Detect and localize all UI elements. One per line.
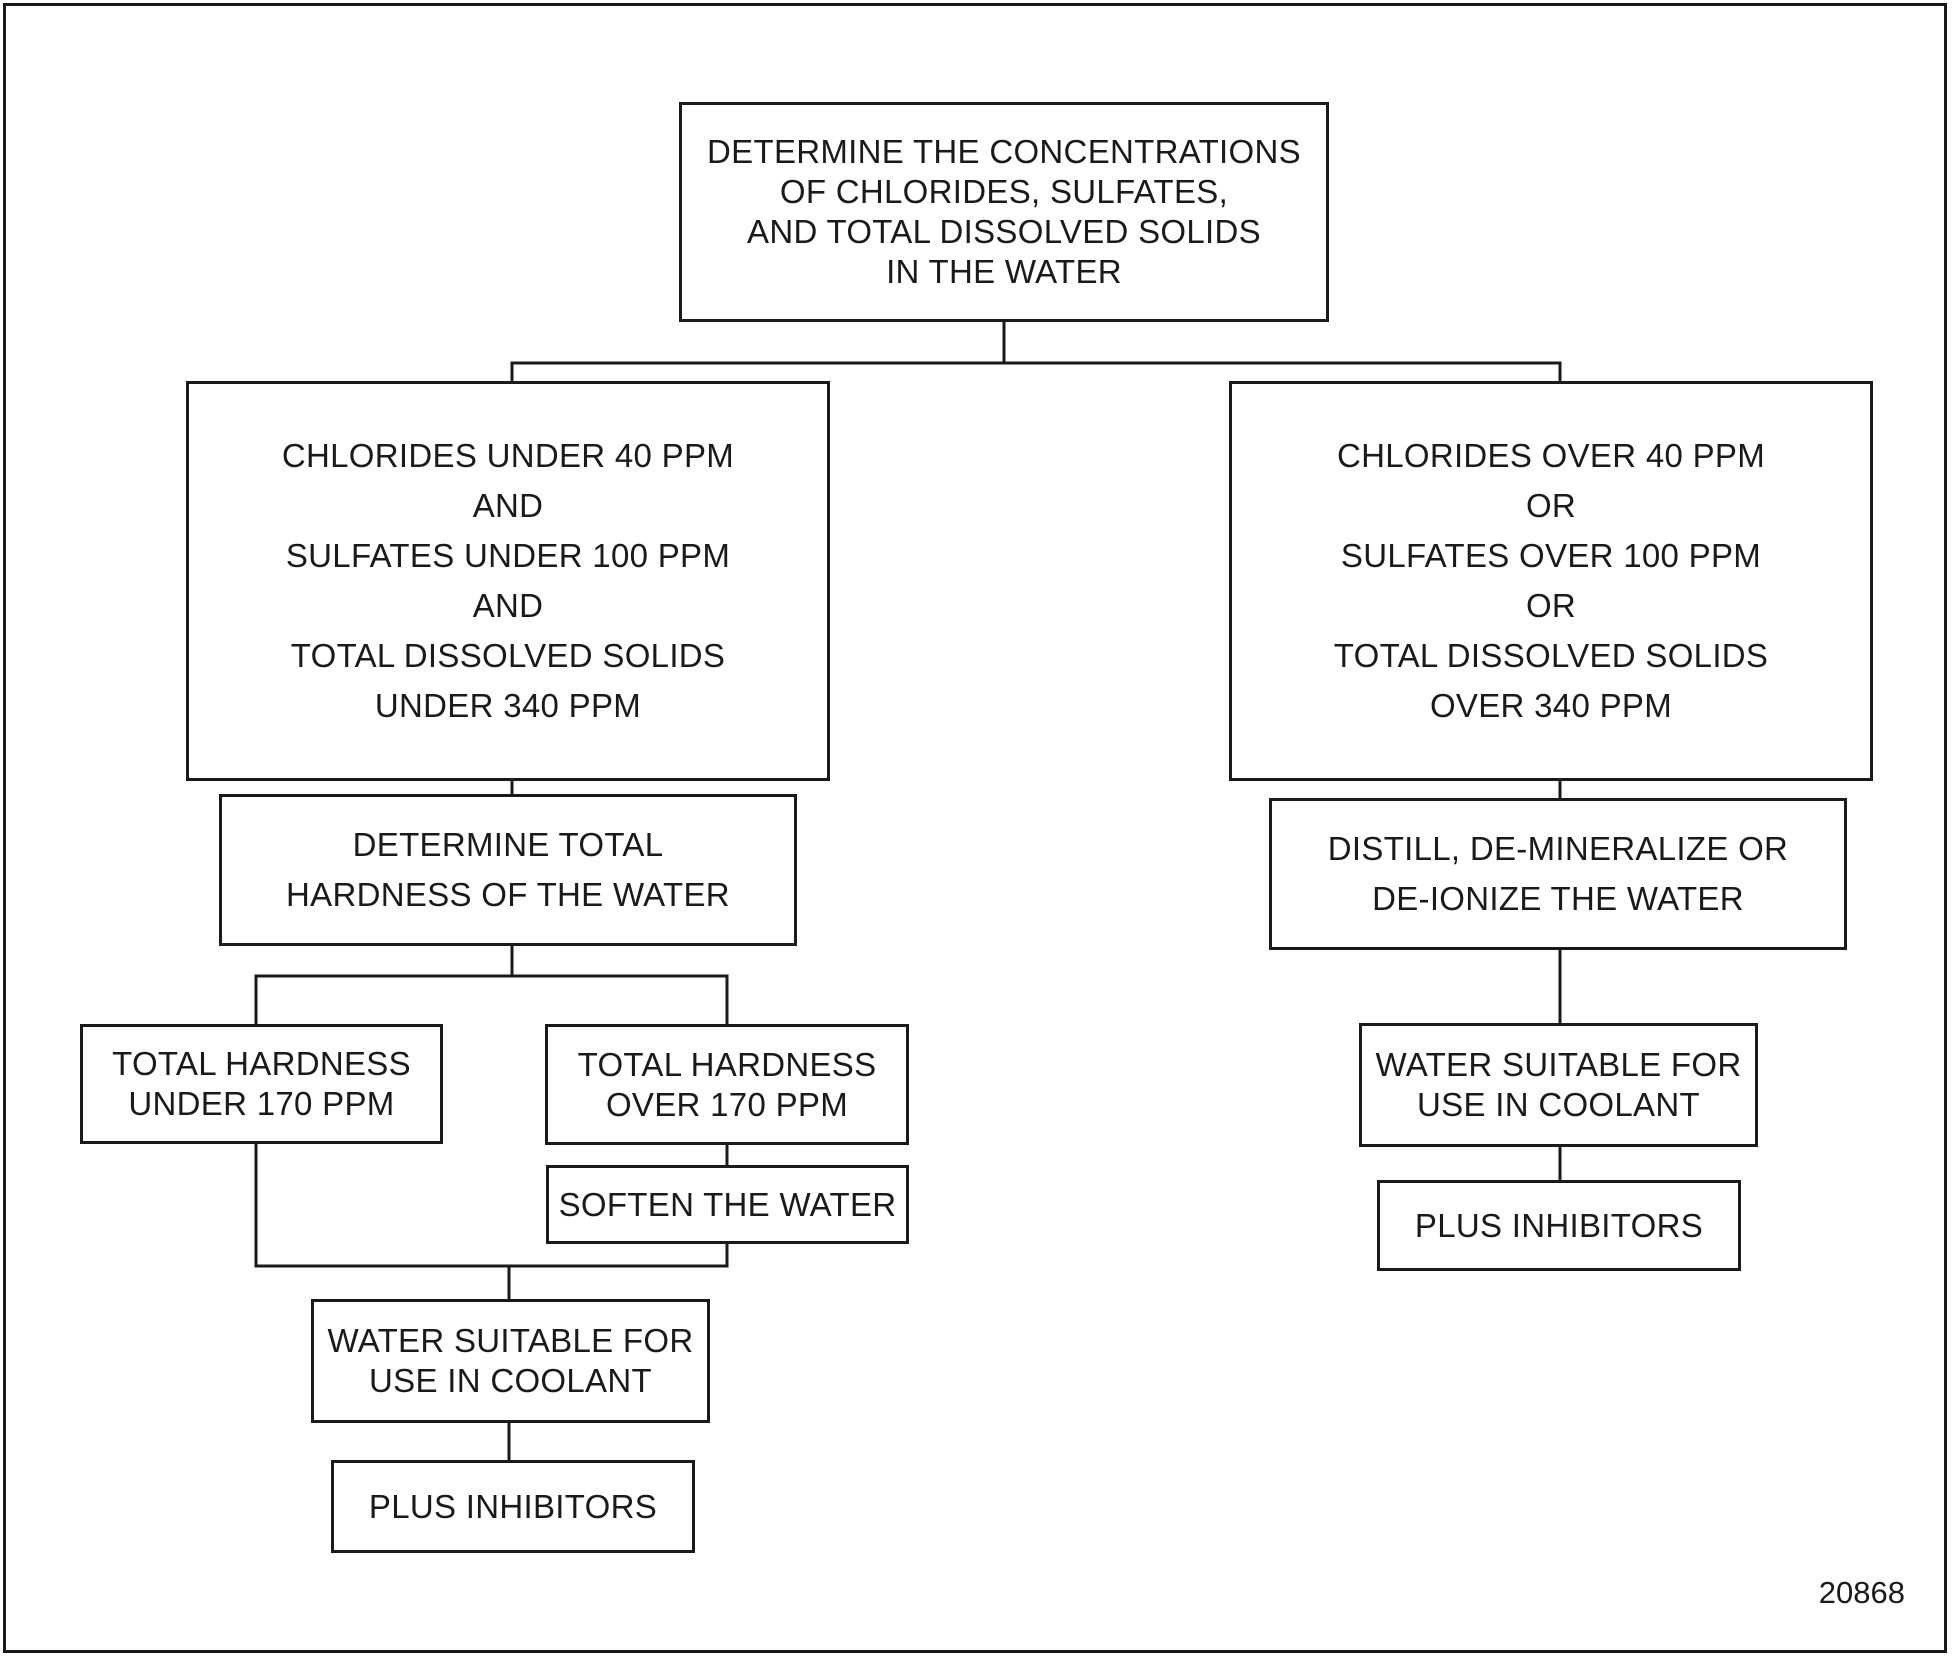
node-text-line: TOTAL DISSOLVED SOLIDS — [1333, 637, 1769, 674]
node-text-line: TOTAL HARDNESS — [112, 1045, 411, 1082]
node-text-line: OR — [1525, 587, 1577, 624]
node-text-line: AND — [472, 587, 544, 624]
node-text-line: AND — [472, 487, 544, 524]
node-text-line: USE IN COOLANT — [369, 1362, 652, 1399]
node-text-line: AND TOTAL DISSOLVED SOLIDS — [747, 213, 1261, 250]
node-text-line: DE-IONIZE THE WATER — [1372, 880, 1744, 917]
node-text-line: IN THE WATER — [886, 253, 1122, 290]
connector-root-split — [510, 320, 1562, 383]
node-text-line: SOFTEN THE WATER — [558, 1185, 897, 1223]
node-text-line: WATER SUITABLE FOR — [327, 1322, 694, 1359]
node-text-line: UNDER 170 PPM — [128, 1085, 395, 1122]
node-text-line: DETERMINE TOTAL — [352, 826, 664, 863]
node-suitable-left: WATER SUITABLE FOR USE IN COOLANT — [311, 1299, 710, 1423]
node-text-line: OF CHLORIDES, SULFATES, — [779, 173, 1229, 210]
node-hardness-over: TOTAL HARDNESS OVER 170 PPM — [545, 1024, 909, 1145]
node-text-line: SULFATES UNDER 100 PPM — [285, 537, 731, 574]
node-text-line: DETERMINE THE CONCENTRATIONS — [707, 133, 1301, 170]
node-text-line: SULFATES OVER 100 PPM — [1340, 537, 1762, 574]
node-inhibitors-right: PLUS INHIBITORS — [1377, 1180, 1741, 1271]
connector-merge — [254, 1141, 729, 1301]
node-soften-water: SOFTEN THE WATER — [546, 1165, 909, 1244]
node-text-line: PLUS INHIBITORS — [1414, 1206, 1704, 1244]
node-text-line: OVER 340 PPM — [1429, 687, 1672, 724]
node-text-line: OVER 170 PPM — [605, 1085, 848, 1123]
node-text-line: TOTAL DISSOLVED SOLIDS — [290, 637, 726, 674]
node-text-line: CHLORIDES OVER 40 PPM — [1336, 437, 1766, 474]
node-text-line: WATER SUITABLE FOR — [1375, 1046, 1742, 1083]
node-text-line: UNDER 340 PPM — [374, 687, 642, 724]
node-hardness-under: TOTAL HARDNESS UNDER 170 PPM — [80, 1024, 443, 1144]
node-determine-concentrations: DETERMINE THE CONCENTRATIONS OF CHLORIDE… — [679, 102, 1329, 322]
node-text-line: HARDNESS OF THE WATER — [286, 876, 730, 913]
node-over-limits: CHLORIDES OVER 40 PPM OR SULFATES OVER 1… — [1229, 381, 1873, 781]
figure-number: 20868 — [1818, 1575, 1905, 1610]
node-text-line: DISTILL, DE-MINERALIZE OR — [1327, 830, 1789, 867]
connector-hardness-split — [254, 943, 729, 1026]
node-determine-hardness: DETERMINE TOTAL HARDNESS OF THE WATER — [219, 794, 797, 946]
node-under-limits: CHLORIDES UNDER 40 PPM AND SULFATES UNDE… — [186, 381, 830, 781]
node-text-line: PLUS INHIBITORS — [368, 1487, 658, 1525]
node-distill: DISTILL, DE-MINERALIZE OR DE-IONIZE THE … — [1269, 798, 1847, 950]
node-text-line: USE IN COOLANT — [1417, 1086, 1700, 1123]
node-text-line: CHLORIDES UNDER 40 PPM — [281, 437, 735, 474]
node-suitable-right: WATER SUITABLE FOR USE IN COOLANT — [1359, 1023, 1758, 1147]
node-inhibitors-left: PLUS INHIBITORS — [331, 1460, 695, 1553]
node-text-line: OR — [1525, 487, 1577, 524]
figure-frame — [3, 3, 1947, 1653]
node-text-line: TOTAL HARDNESS — [577, 1045, 877, 1083]
